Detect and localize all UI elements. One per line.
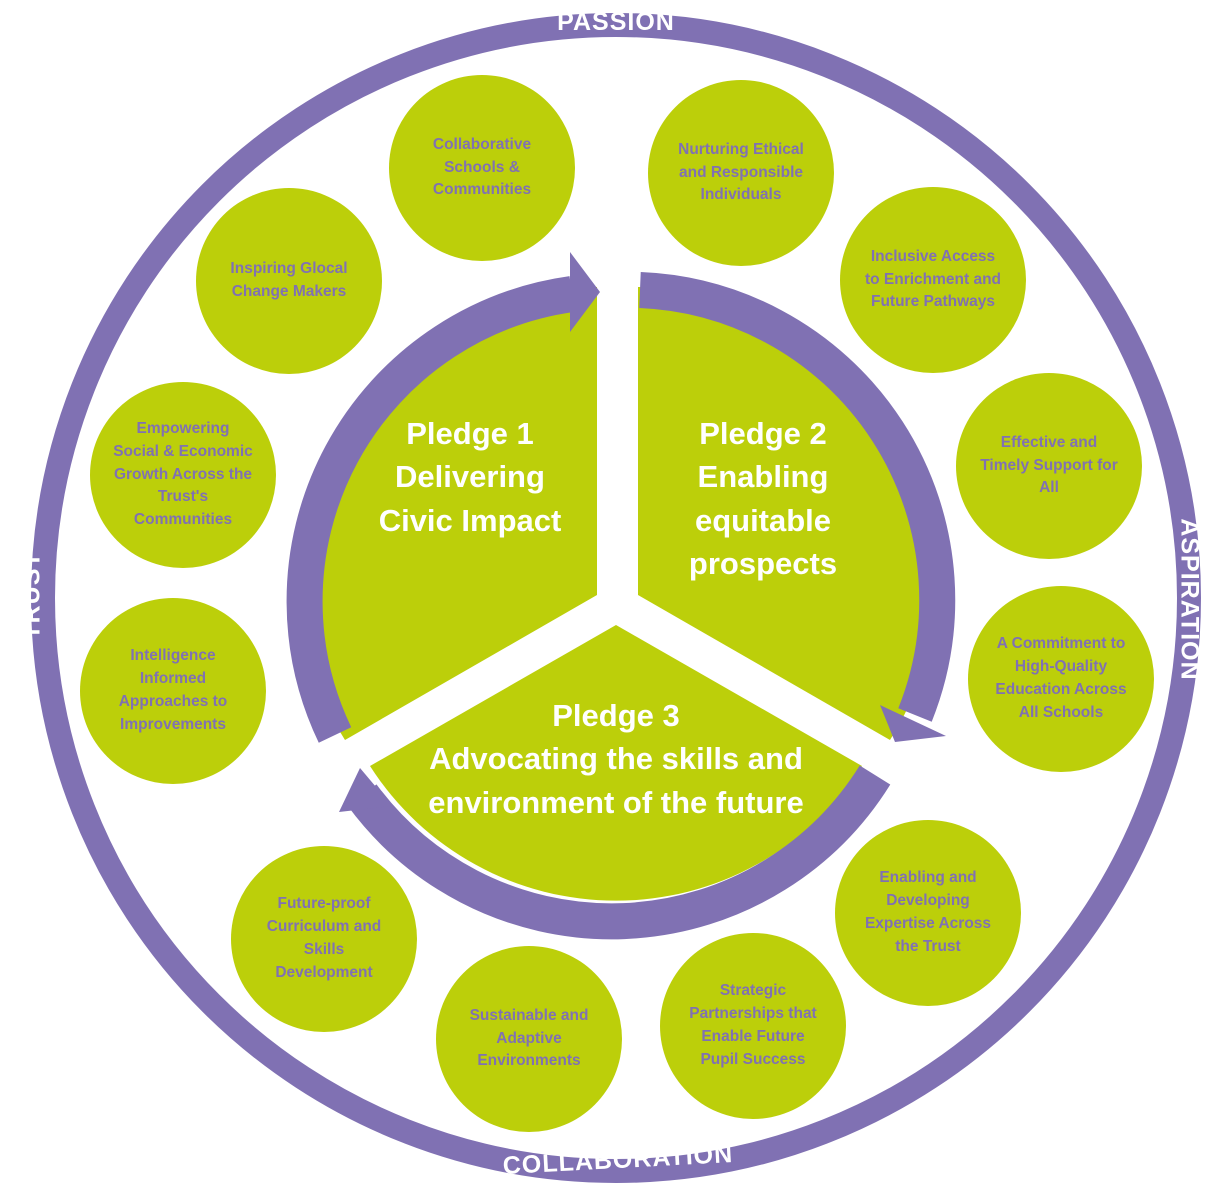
- circle-text: A Commitment to High-Quality Education A…: [995, 635, 1127, 721]
- pledge-3-line: environment of the future: [428, 784, 804, 820]
- pledge-3-line: Advocating the skills and: [429, 741, 803, 777]
- arrow-head-1: [570, 252, 600, 332]
- circle-text: Collaborative Schools & Communities: [432, 135, 532, 199]
- circle-enabling-expertise: Enabling and Developing Expertise Across…: [835, 820, 1021, 1006]
- arrow-head-3: [339, 768, 392, 812]
- circle-nurturing-ethical: Nurturing Ethical and Responsible Indivi…: [648, 80, 834, 266]
- circle-effective-support: Effective and Timely Support for All: [956, 373, 1142, 559]
- circle-text: Effective and Timely Support for All: [980, 433, 1118, 497]
- circle-text: Inclusive Access to Enrichment and Futur…: [864, 247, 1002, 311]
- pledge-1-line: Delivering: [395, 459, 545, 495]
- value-label-aspiration: ASPIRATION: [1175, 518, 1204, 681]
- outer-ring: [31, 13, 1201, 1183]
- pledge-3-text: Pledge 3 Advocating the skills and envir…: [406, 694, 826, 824]
- circle-intelligence-informed: Intelligence Informed Approaches to Impr…: [80, 598, 266, 784]
- pledge-2-line: prospects: [688, 546, 838, 582]
- circle-strategic-partnerships: Strategic Partnerships that Enable Futur…: [660, 933, 846, 1119]
- circle-empowering-social: Empowering Social & Economic Growth Acro…: [90, 382, 276, 568]
- circle-text: Intelligence Informed Approaches to Impr…: [118, 647, 228, 733]
- circle-text: Enabling and Developing Expertise Across…: [864, 869, 992, 955]
- circle-collaborative-schools: Collaborative Schools & Communities: [389, 75, 575, 261]
- circle-future-proof-curriculum: Future-proof Curriculum and Skills Devel…: [231, 846, 417, 1032]
- pledge-3-sector: [370, 625, 862, 901]
- arrow-arc-1: [286, 276, 575, 743]
- pledge-2-line: equitable: [694, 502, 832, 538]
- circle-sustainable-environments: Sustainable and Adaptive Environments: [436, 946, 622, 1132]
- circle-commitment-quality: A Commitment to High-Quality Education A…: [968, 586, 1154, 772]
- circle-inspiring-glocal: Inspiring Glocal Change Makers: [196, 188, 382, 374]
- pledge-2-line: Enabling: [697, 459, 829, 495]
- circle-text: Sustainable and Adaptive Environments: [469, 1006, 589, 1070]
- circle-text: Nurturing Ethical and Responsible Indivi…: [678, 140, 804, 204]
- arrow-head-2: [880, 705, 946, 742]
- value-label-trust: TRUST: [17, 551, 46, 640]
- circle-text: Strategic Partnerships that Enable Futur…: [689, 982, 817, 1068]
- circle-text: Inspiring Glocal Change Makers: [230, 260, 348, 300]
- circle-inclusive-access: Inclusive Access to Enrichment and Futur…: [840, 187, 1026, 373]
- pledge-1-line: Civic Impact: [378, 502, 562, 538]
- cycle-arrows: [286, 272, 956, 940]
- circle-text: Empowering Social & Economic Growth Acro…: [113, 419, 253, 529]
- arrow-arc-3: [347, 765, 891, 940]
- circle-text: Future-proof Curriculum and Skills Devel…: [266, 895, 382, 981]
- pledge-3-heading: Pledge 3: [552, 698, 680, 733]
- pledge-1-text: Pledge 1 Delivering Civic Impact: [340, 412, 600, 542]
- value-label-passion: PASSION: [557, 8, 675, 36]
- pledge-2-heading: Pledge 2: [699, 416, 827, 451]
- pledge-2-text: Pledge 2 Enabling equitable prospects: [638, 412, 888, 586]
- pledge-1-heading: Pledge 1: [406, 416, 534, 451]
- arrow-arc-2: [639, 272, 956, 722]
- arrow-heads: [339, 252, 946, 812]
